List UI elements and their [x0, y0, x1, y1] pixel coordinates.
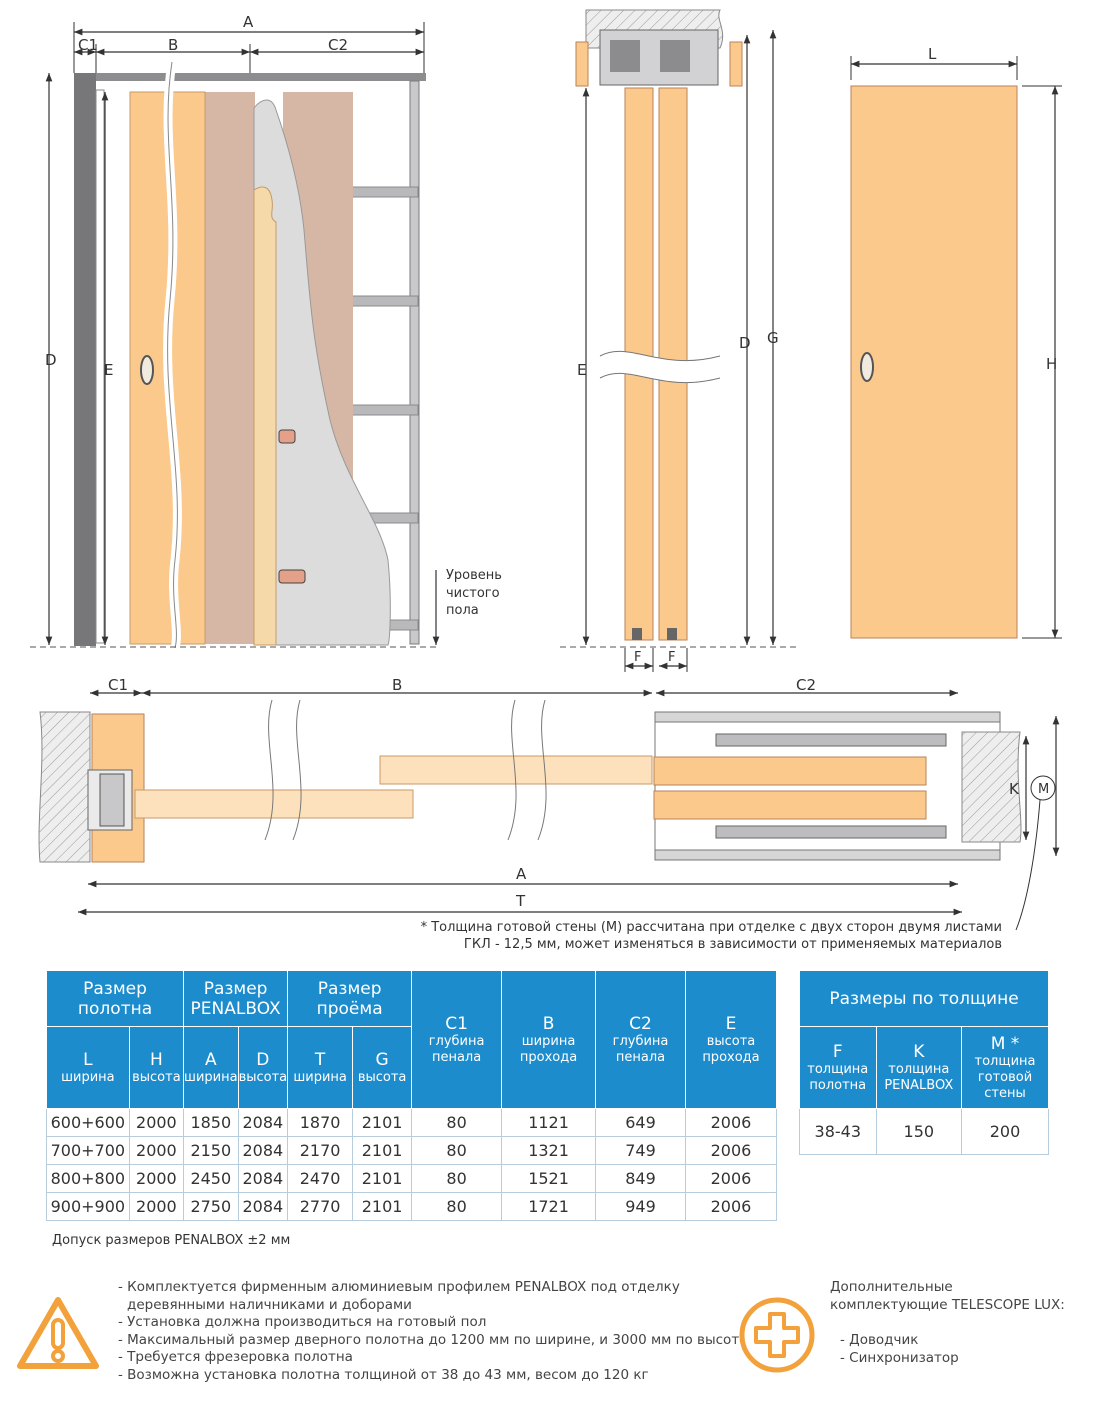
plan-label-c1: C1 [108, 676, 128, 694]
side-label-e: E [577, 361, 586, 379]
thickness-title: Размеры по толщине [799, 970, 1049, 1027]
side-label-f2: F [668, 650, 675, 665]
socket-icon [278, 569, 306, 584]
frame-right-post [409, 80, 420, 645]
plasterboard-cutaway [253, 99, 391, 646]
m-callout-circle [1030, 775, 1056, 801]
group-penalbox-size: Размер PENALBOX [183, 970, 289, 1027]
list-item: - Требуется фрезеровка полотна [118, 1349, 353, 1365]
plan-label-t: T [515, 892, 526, 910]
floor-label-line3: пола [446, 603, 479, 618]
side-view: E D G F F [560, 9, 800, 672]
plan-view: C1 B C2 A T K M [38, 676, 1060, 931]
group-opening-size: Размер проёма [287, 970, 413, 1027]
wall-note-line2: ГКЛ - 12,5 мм, может изменяться в зависи… [463, 937, 1002, 952]
tolerance-note: Допуск размеров PENALBOX ±2 мм [52, 1233, 291, 1248]
dim-label-c2: C2 [328, 36, 348, 54]
dim-label-e: E [104, 361, 113, 379]
col-m: M *толщина готовой стены [961, 1026, 1049, 1109]
wall-note-line1: * Толщина готовой стены (М) рассчитана п… [420, 920, 1002, 935]
leaf-pocket-2 [653, 790, 927, 820]
plan-label-a: A [516, 865, 527, 883]
electrical-box-icon [278, 429, 296, 444]
plan-label-b: B [392, 676, 402, 694]
floor-label-line2: чистого [446, 586, 500, 601]
wall-left [38, 711, 91, 863]
notes-list: - Комплектуется фирменным алюминиевым пр… [118, 1279, 758, 1384]
leaf-pocket-1 [653, 756, 927, 786]
leaf-view: L H [850, 45, 1062, 639]
floor-label-line1: Уровень [446, 568, 502, 583]
side-label-d: D [739, 334, 751, 352]
group-leaf-size: Размер полотна [45, 970, 185, 1027]
side-label-f1: F [634, 650, 641, 665]
door-handle-icon [140, 355, 154, 385]
extras-title: Дополнительные комплектующие TELESCOPE L… [830, 1279, 1065, 1313]
side-label-g: G [767, 329, 779, 347]
dim-label-b: B [168, 36, 178, 54]
leaf-label-h: H [1046, 355, 1057, 373]
leaf-label-l: L [928, 45, 937, 63]
list-item: - Установка должна производиться на гото… [118, 1314, 487, 1330]
front-view: A C1 B C2 D E Уровень чистого пола [30, 13, 502, 650]
dim-label-d: D [45, 351, 57, 369]
plan-label-k: K [1009, 780, 1020, 798]
size-table: Размер полотна Размер PENALBOX Размер пр… [45, 970, 778, 1221]
list-item: - Доводчик [840, 1332, 919, 1348]
dim-label-a: A [243, 13, 254, 31]
frame-top [74, 73, 426, 81]
list-item: - Возможна установка полотна толщиной от… [118, 1366, 649, 1383]
board-inner [205, 92, 255, 644]
plan-label-m: M [1038, 782, 1049, 797]
dim-label-c1: C1 [78, 36, 98, 54]
door-leaf [850, 85, 1018, 639]
list-item: - Максимальный размер дверного полотна д… [118, 1331, 748, 1348]
leaf-handle-icon [860, 352, 874, 382]
extras-block: Дополнительные комплектующие TELESCOPE L… [830, 1279, 1100, 1367]
leaf-plan-1 [134, 789, 414, 819]
plan-label-c2: C2 [796, 676, 816, 694]
frame-left-post [74, 73, 96, 646]
warning-icon [17, 1297, 99, 1369]
technical-drawing: A C1 B C2 D E Уровень чистого пола E D G [30, 9, 1062, 931]
plus-icon [739, 1297, 815, 1373]
list-item: - Синхронизатор [840, 1349, 959, 1366]
list-item: - Комплектуется фирменным алюминиевым пр… [118, 1279, 680, 1313]
wall-right [961, 731, 1022, 843]
